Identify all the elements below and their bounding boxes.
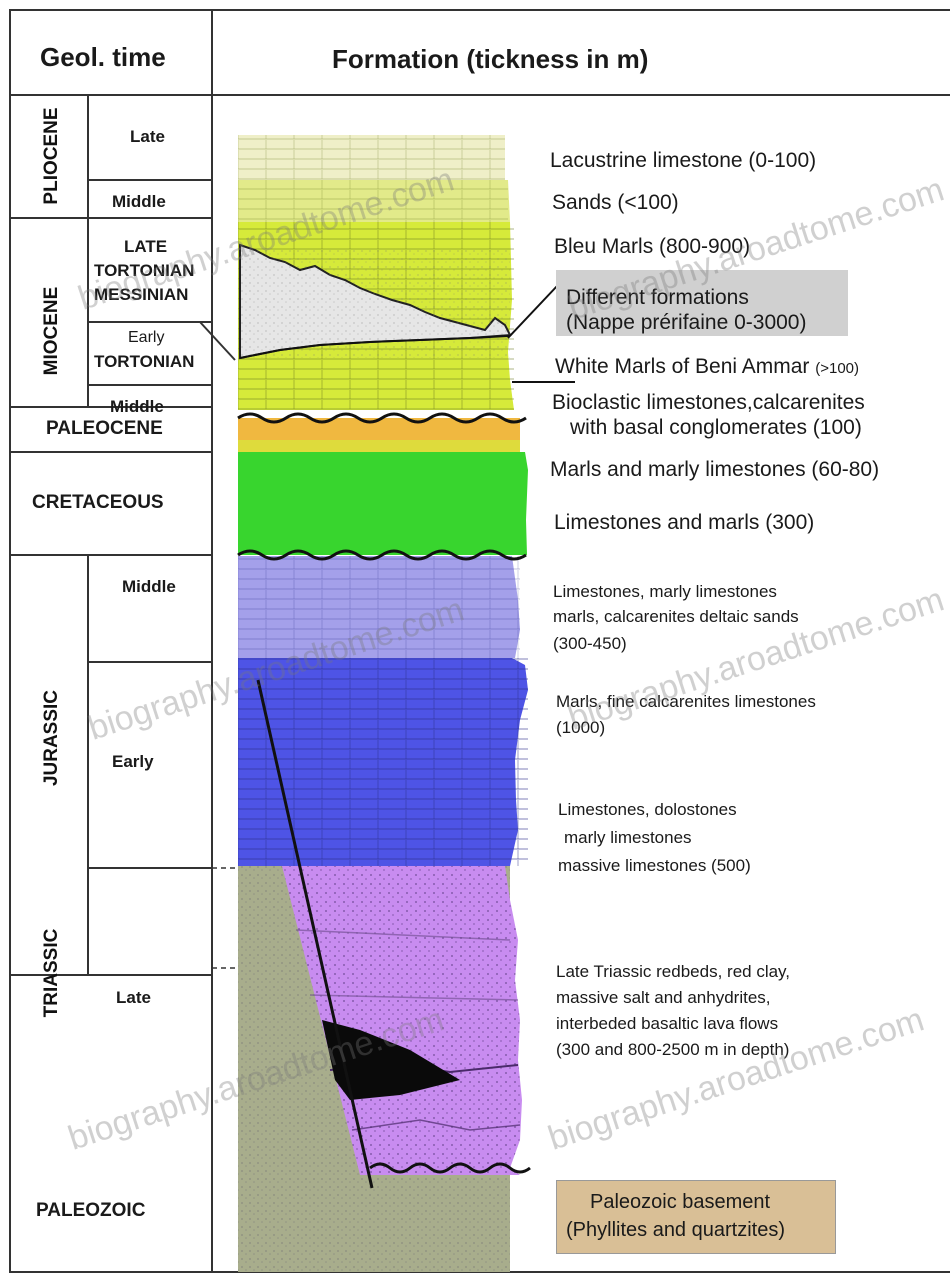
period-pliocene: PLIOCENE xyxy=(41,96,63,216)
period-triassic: TRIASSIC xyxy=(41,913,63,1033)
epoch-jurassic-early: Early xyxy=(112,752,154,772)
formation-lacustrine-limestone: Lacustrine limestone (0-100) xyxy=(550,148,816,173)
formation-different-2: (Nappe prérifaine 0-3000) xyxy=(566,310,806,335)
formation-paleozoic-2: (Phyllites and quartzites) xyxy=(566,1218,785,1243)
formation-different-1: Different formations xyxy=(566,285,749,310)
formation-jurassic-early-1: Marls, fine calcarenites limestones xyxy=(556,690,816,713)
layer-cretaceous xyxy=(238,452,528,555)
white-marls-thickness: (>100) xyxy=(815,360,859,377)
formation-bioclastic-2: with basal conglomerates (100) xyxy=(570,415,862,440)
formation-triassic-2: massive salt and anhydrites, xyxy=(556,986,771,1009)
formation-bioclastic-1: Bioclastic limestones,calcarenites xyxy=(552,390,865,415)
epoch-miocene-late-3: MESSINIAN xyxy=(94,285,188,305)
white-marls-name: White Marls of Beni Ammar xyxy=(555,355,815,378)
epoch-pliocene-middle: Middle xyxy=(112,192,166,212)
formation-jurassic-middle-3: (300-450) xyxy=(553,632,627,655)
epoch-miocene-late-1: LATE xyxy=(124,237,167,257)
formation-bleu-marls: Bleu Marls (800-900) xyxy=(554,234,750,259)
epoch-miocene-early-1: Early xyxy=(128,329,164,347)
period-paleozoic: PALEOZOIC xyxy=(36,1200,145,1222)
formation-triassic-1: Late Triassic redbeds, red clay, xyxy=(556,960,790,983)
epoch-miocene-early-2: TORTONIAN xyxy=(94,352,194,372)
header-geol-time: Geol. time xyxy=(40,42,166,73)
epoch-miocene-middle: Middle xyxy=(110,397,164,417)
epoch-triassic-late: Late xyxy=(116,988,151,1008)
formation-limestones-dolostones-1: Limestones, dolostones xyxy=(558,798,737,821)
formation-triassic-3: interbeded basaltic lava flows xyxy=(556,1012,778,1035)
formation-marls-marly: Marls and marly limestones (60-80) xyxy=(550,457,879,482)
formation-triassic-4: (300 and 800-2500 m in depth) xyxy=(556,1038,789,1061)
epoch-miocene-late-2: TORTONIAN xyxy=(94,261,194,281)
header-formation: Formation (tickness in m) xyxy=(332,44,648,75)
leader-different-formations xyxy=(508,285,558,338)
formation-sands: Sands (<100) xyxy=(552,190,679,215)
epoch-pliocene-late: Late xyxy=(130,127,165,147)
period-miocene: MIOCENE xyxy=(41,271,63,391)
formation-jurassic-middle-1: Limestones, marly limestones xyxy=(553,580,777,603)
epoch-jurassic-middle: Middle xyxy=(122,577,176,597)
formation-jurassic-early-2: (1000) xyxy=(556,716,605,739)
formation-limestones-dolostones-2: marly limestones xyxy=(564,826,692,849)
formation-jurassic-middle-2: marls, calcarenites deltaic sands xyxy=(553,605,799,628)
formation-paleozoic-1: Paleozoic basement xyxy=(590,1190,770,1215)
formation-white-marls: White Marls of Beni Ammar (>100) xyxy=(555,354,859,381)
period-jurassic: JURASSIC xyxy=(41,678,63,798)
period-paleocene: PALEOCENE xyxy=(46,418,163,440)
formation-limestones-dolostones-3: massive limestones (500) xyxy=(558,854,751,877)
formation-limestones-marls: Limestones and marls (300) xyxy=(554,510,814,535)
period-cretaceous: CRETACEOUS xyxy=(32,492,164,514)
